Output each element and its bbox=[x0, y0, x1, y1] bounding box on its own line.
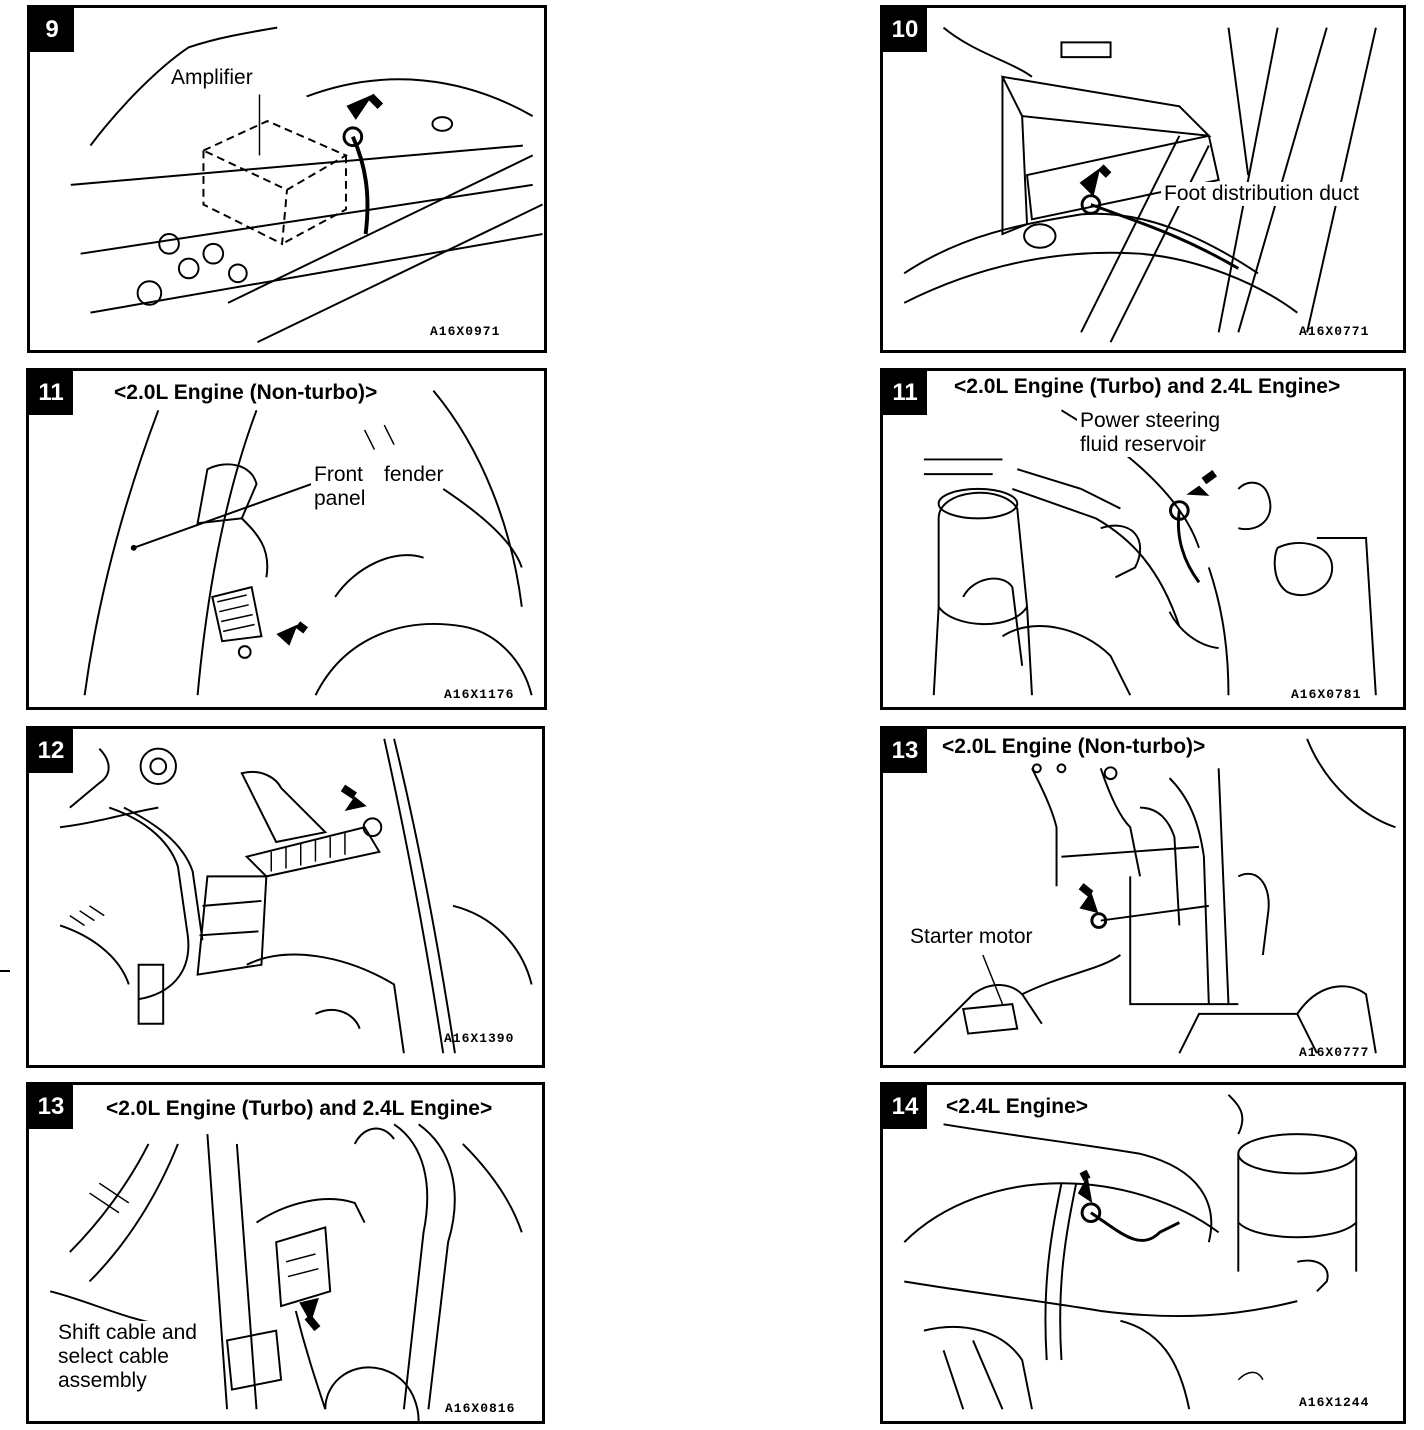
engine-variant-title: <2.0L Engine (Non-turbo)> bbox=[942, 735, 1206, 758]
figure-code: A16X1176 bbox=[444, 687, 515, 702]
select-cable-label: select cable bbox=[55, 1345, 172, 1369]
step-number-badge: 13 bbox=[883, 729, 927, 773]
foot-distribution-duct-label: Foot distribution duct bbox=[1161, 182, 1362, 206]
step-number-badge: 14 bbox=[883, 1085, 927, 1129]
figure-panel-9: 9 Amplifier A16X0971 bbox=[27, 5, 547, 353]
step-number-badge: 12 bbox=[29, 729, 73, 773]
step-number-badge: 11 bbox=[29, 371, 73, 415]
amplifier-label: Amplifier bbox=[168, 66, 256, 90]
engine-variant-title: <2.0L Engine (Turbo) and 2.4L Engine> bbox=[954, 375, 1341, 398]
edge-mark bbox=[0, 970, 10, 972]
shift-cable-label: Shift cable and bbox=[55, 1321, 200, 1345]
engine-bay-illustration-14 bbox=[903, 1094, 1358, 1410]
panel-label: panel bbox=[311, 487, 369, 511]
engine-variant-title: <2.4L Engine> bbox=[946, 1095, 1089, 1118]
fluid-reservoir-label: fluid reservoir bbox=[1077, 433, 1210, 457]
figure-panel-12: 12 A16X1390 bbox=[26, 726, 545, 1068]
figure-panel-13-non-turbo: 13 <2.0L Engine (Non-turbo)> Starter mot… bbox=[880, 726, 1406, 1068]
figure-panel-14: 14 <2.4L Engine> A16X1244 bbox=[880, 1082, 1406, 1424]
figure-panel-10: 10 Foot distribution duct A16X0771 bbox=[880, 5, 1406, 353]
figure-code: A16X0781 bbox=[1291, 687, 1362, 702]
step-number-badge: 13 bbox=[29, 1085, 73, 1129]
power-steering-label: Power steering bbox=[1077, 409, 1224, 433]
figure-code: A16X0777 bbox=[1299, 1045, 1370, 1060]
step-number-badge: 9 bbox=[30, 8, 74, 52]
shift-cable-illustration bbox=[49, 1123, 523, 1421]
figure-code: A16X0771 bbox=[1299, 324, 1370, 339]
step-number-badge: 10 bbox=[883, 8, 927, 52]
front-fender-panel-illustration bbox=[83, 390, 533, 696]
assembly-label: assembly bbox=[55, 1369, 150, 1393]
figure-panel-11-non-turbo: 11 <2.0L Engine (Non-turbo)> Front fende… bbox=[26, 368, 547, 710]
figure-code: A16X0971 bbox=[430, 324, 501, 339]
foot-distribution-duct-illustration bbox=[903, 26, 1377, 343]
starter-motor-label: Starter motor bbox=[907, 925, 1036, 949]
engine-variant-title: <2.0L Engine (Non-turbo)> bbox=[114, 381, 378, 404]
figure-panel-13-turbo: 13 <2.0L Engine (Turbo) and 2.4L Engine>… bbox=[26, 1082, 545, 1424]
figure-code: A16X1244 bbox=[1299, 1395, 1370, 1410]
amplifier-illustration bbox=[70, 26, 543, 344]
figure-panel-11-turbo: 11 <2.0L Engine (Turbo) and 2.4L Engine>… bbox=[880, 368, 1406, 710]
starter-motor-illustration bbox=[913, 738, 1396, 1054]
engine-variant-title: <2.0L Engine (Turbo) and 2.4L Engine> bbox=[106, 1097, 493, 1120]
power-steering-reservoir-illustration bbox=[923, 409, 1377, 696]
figure-code: A16X1390 bbox=[444, 1031, 515, 1046]
engine-bay-illustration-12 bbox=[59, 738, 533, 1054]
figure-code: A16X0816 bbox=[445, 1401, 516, 1416]
step-number-badge: 11 bbox=[883, 371, 927, 415]
front-label: Front bbox=[311, 463, 367, 487]
fender-label: fender bbox=[381, 463, 447, 487]
